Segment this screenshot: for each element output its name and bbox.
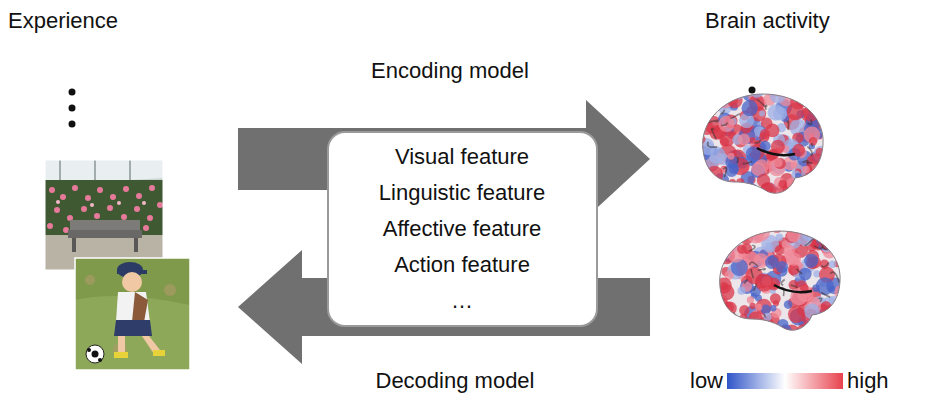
activity-patches	[705, 219, 851, 343]
brain-edge	[720, 231, 840, 330]
feature-label: Action feature	[329, 247, 596, 283]
model-label: Encoding model	[371, 58, 529, 84]
experience-group: Experience	[0, 0, 238, 398]
color-scale	[785, 373, 843, 389]
brain-outline	[720, 231, 840, 330]
brain-edge	[703, 94, 823, 193]
panel-heading: Experience	[8, 8, 118, 34]
child-photo	[75, 258, 190, 370]
activity-patches	[689, 83, 834, 207]
panel-heading: Brain activity	[705, 8, 830, 34]
legend: low high	[686, 368, 893, 394]
brain-map	[689, 83, 834, 207]
feature-label: Visual feature	[329, 139, 596, 175]
brain-activity-group: Brain activity	[650, 0, 931, 398]
legend-label: high	[843, 368, 893, 394]
sulcus-line	[774, 285, 812, 292]
photo-border	[75, 258, 190, 370]
feature-box: Visual featureLinguistic featureAffectiv…	[327, 131, 598, 327]
feature-label: …	[329, 283, 596, 319]
brain-map	[705, 219, 851, 343]
color-scale	[727, 373, 785, 389]
ellipsis-dots	[69, 87, 756, 128]
sulcus-line	[757, 148, 795, 155]
model-label: Decoding model	[376, 368, 535, 394]
feature-label: Linguistic feature	[329, 175, 596, 211]
legend-label: low	[686, 368, 727, 394]
feature-label: Affective feature	[329, 211, 596, 247]
garden-photo	[45, 160, 163, 270]
photo-border	[45, 160, 163, 270]
brain-outline	[703, 94, 823, 193]
